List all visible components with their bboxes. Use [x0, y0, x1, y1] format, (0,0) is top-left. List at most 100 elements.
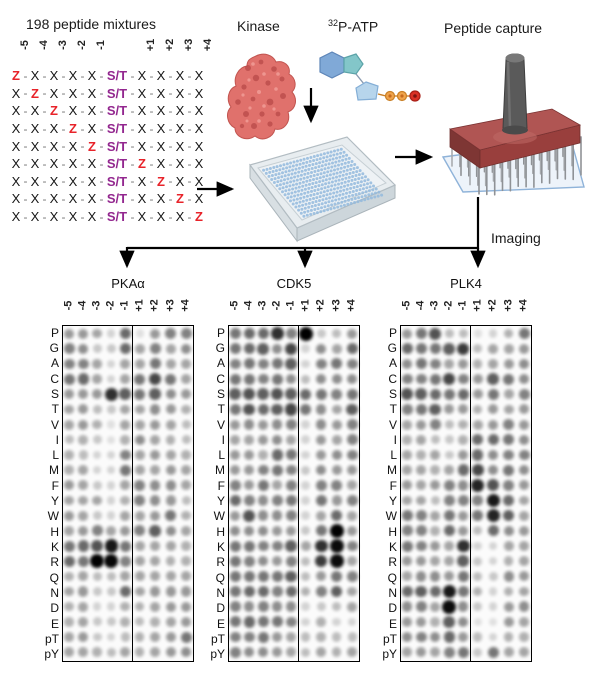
- array-row-label: E: [50, 616, 59, 631]
- blot-dot: [120, 480, 131, 491]
- blot-dot: [503, 571, 514, 582]
- x-residue-token: X: [194, 138, 204, 154]
- blot-dot: [456, 539, 470, 553]
- blot-dot: [92, 632, 102, 642]
- blot-dot: [416, 556, 427, 567]
- blot-dot: [285, 616, 297, 628]
- blot-dot: [443, 510, 455, 522]
- array-row-label: S: [50, 386, 59, 401]
- blot-dot: [347, 510, 358, 521]
- blot-dot: [457, 586, 469, 598]
- blot-dot: [120, 571, 131, 582]
- array-row-label: G: [215, 340, 225, 355]
- blot-dot: [150, 434, 161, 445]
- blot-dot: [165, 586, 176, 597]
- variable-residue-token: Z: [138, 156, 146, 172]
- x-residue-token: X: [194, 121, 204, 137]
- blot-dot: [229, 646, 241, 658]
- blot-dot: [78, 404, 89, 415]
- blot-dot: [329, 554, 344, 568]
- blot-dot: [149, 525, 161, 537]
- blot-dot: [181, 435, 191, 445]
- blot-dot: [458, 328, 468, 339]
- blot-dot: [518, 449, 530, 461]
- x-residue-token: X: [87, 156, 97, 172]
- blot-dot: [503, 343, 514, 354]
- dash: -: [99, 121, 104, 136]
- blot-dot: [316, 617, 326, 627]
- blot-dot: [257, 616, 269, 628]
- array-col-label: -5: [400, 300, 413, 311]
- x-residue-token: X: [68, 103, 78, 119]
- blot-dot: [346, 419, 358, 430]
- array-row-label: pT: [44, 631, 59, 646]
- blot-dot: [243, 373, 255, 385]
- blot-dot: [487, 479, 500, 492]
- blot-dot: [489, 617, 498, 626]
- blot-dot: [285, 388, 297, 401]
- dash: -: [149, 121, 154, 136]
- array-row-label: pY: [382, 647, 397, 662]
- blot-dot: [119, 388, 131, 401]
- blot-dot: [444, 571, 455, 582]
- array-col-label: +4: [517, 299, 530, 312]
- blot-dot: [119, 464, 131, 476]
- blot-dot: [402, 495, 413, 506]
- blot-dot: [106, 525, 117, 536]
- phosphoacceptor-token: S/T: [106, 156, 128, 172]
- dash: -: [130, 121, 135, 136]
- dash: -: [187, 156, 192, 171]
- blot-dot: [149, 358, 161, 370]
- blot-dot: [519, 647, 530, 658]
- x-residue-token: X: [175, 156, 185, 172]
- blot-dot: [181, 601, 192, 612]
- x-residue-token: X: [68, 68, 78, 84]
- blot-dot: [64, 601, 74, 612]
- blot-dot: [346, 540, 358, 552]
- blot-dot: [120, 359, 131, 369]
- blot-dot: [134, 450, 145, 460]
- blot-dot: [444, 556, 455, 567]
- blot-dot: [316, 464, 327, 476]
- blot-dot: [181, 359, 192, 369]
- blot-dot: [315, 525, 327, 537]
- dash: -: [187, 68, 192, 83]
- blot-dot: [488, 359, 499, 369]
- blot-dot: [429, 419, 441, 430]
- blot-dot: [165, 631, 176, 643]
- blot-dot: [331, 434, 342, 445]
- array-col-label: -5: [62, 300, 75, 311]
- blot-dot: [180, 631, 192, 643]
- blot-dot: [503, 449, 515, 461]
- blot-dot: [503, 556, 514, 566]
- atp-label-main: P-ATP: [338, 18, 379, 35]
- blot-dot: [401, 388, 414, 401]
- blot-dot: [285, 555, 297, 567]
- blot-dot: [150, 510, 161, 521]
- blot-dot: [519, 510, 530, 521]
- blot-dot: [519, 495, 530, 506]
- array-col-label: +4: [345, 299, 358, 312]
- blot-dot: [106, 374, 116, 384]
- blot-dot: [271, 373, 283, 385]
- blot-dot: [503, 358, 514, 369]
- blot-dot: [78, 419, 89, 430]
- blot-dot: [134, 571, 145, 582]
- array-col-label: -1: [118, 300, 131, 311]
- blot-dot: [165, 465, 176, 476]
- blot-dot: [519, 601, 530, 612]
- blot-dot: [443, 479, 455, 491]
- blot-dot: [165, 328, 177, 339]
- blot-dot: [272, 343, 283, 354]
- x-residue-token: X: [68, 138, 78, 154]
- blot-dot: [416, 450, 426, 460]
- blot-dot: [150, 556, 161, 567]
- blot-dot: [181, 510, 191, 521]
- blot-dot: [120, 617, 130, 627]
- blot-dot: [285, 449, 297, 461]
- array-row-label: M: [387, 463, 397, 478]
- blot-dot: [120, 601, 130, 612]
- blot-dot: [272, 525, 283, 536]
- blot-dot: [314, 539, 328, 553]
- x-residue-token: X: [194, 103, 204, 119]
